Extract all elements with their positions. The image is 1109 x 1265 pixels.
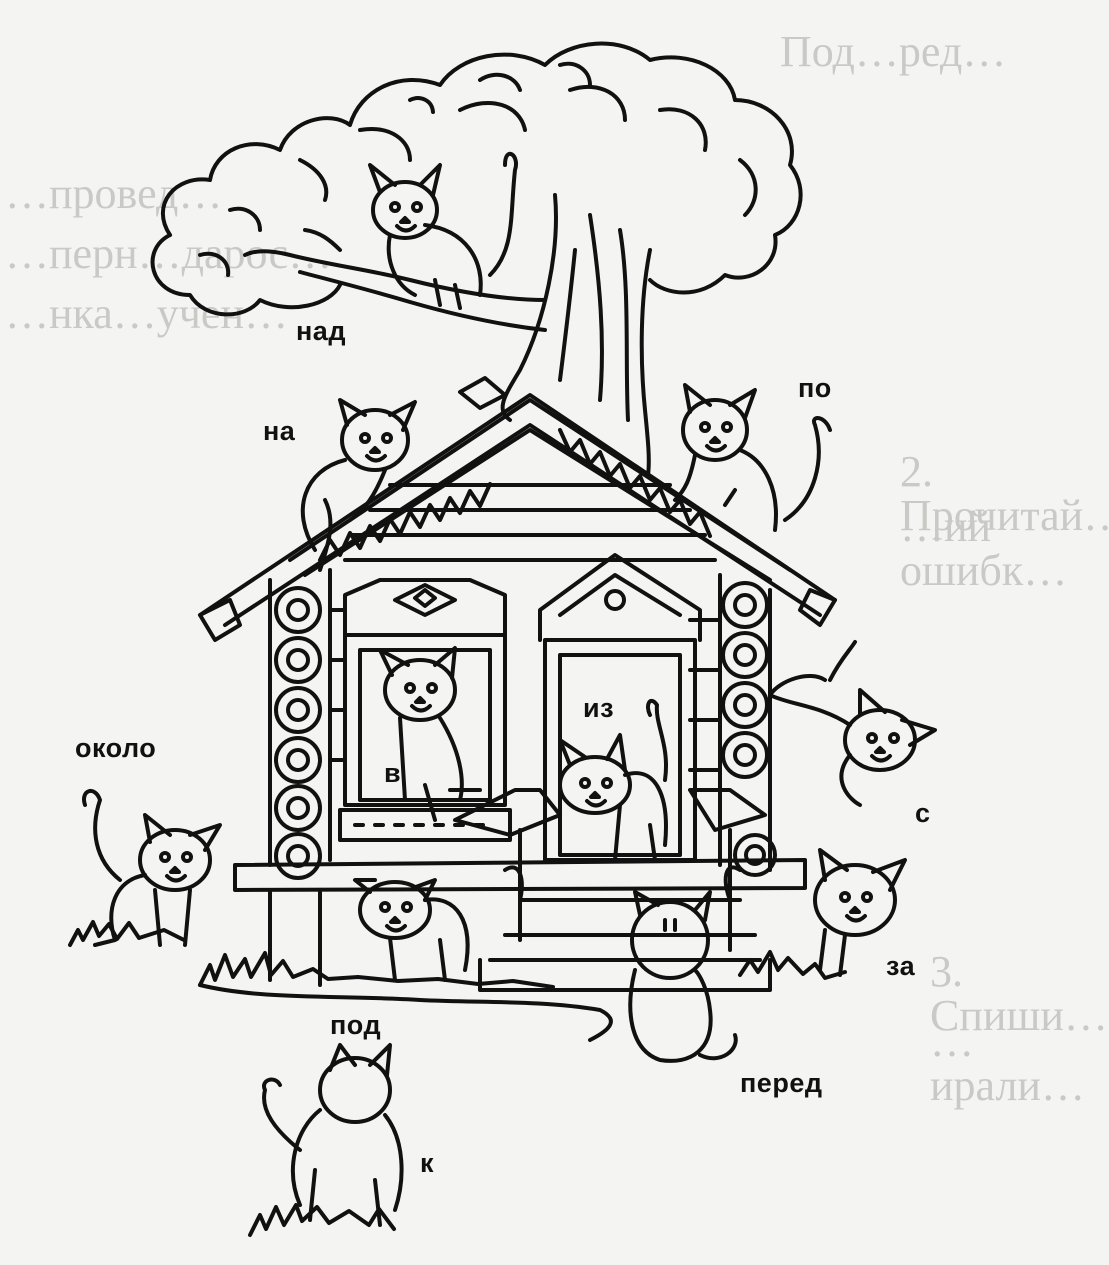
label-k: к [420, 1148, 435, 1178]
label-po: по [798, 373, 832, 403]
bleed-through-line-5: 2. Прочитай… [900, 447, 1109, 540]
cat-in [378, 646, 482, 822]
cat-under [353, 878, 470, 982]
log-house [198, 393, 837, 992]
label-okolo: около [75, 733, 157, 763]
grass [68, 920, 847, 1237]
bleed-through-line-1: Под…ред… [780, 27, 1007, 76]
house-window [343, 633, 507, 807]
bleed-through-line-8: …ирали… [930, 1017, 1085, 1110]
cat-from [768, 640, 937, 807]
cat-along [673, 383, 832, 532]
label-za: за [886, 951, 916, 981]
label-nad: над [296, 316, 346, 346]
label-pered: перед [740, 1068, 823, 1098]
cat-out-of [558, 698, 668, 862]
cat-behind [813, 848, 907, 977]
cat-above [368, 151, 518, 310]
label-na: на [263, 416, 296, 446]
bleed-through-line-2: …провед… [5, 169, 223, 218]
label-s: с [915, 798, 931, 828]
cat-toward [262, 1043, 404, 1227]
cat-in-front [628, 890, 738, 1063]
bleed-through-line-6: …ий ошибк… [900, 502, 1068, 595]
tree-canopy [160, 41, 803, 295]
tree-trunk [500, 193, 558, 422]
tree-branch [243, 249, 547, 302]
cat-on [300, 398, 417, 572]
label-pod: под [330, 1010, 382, 1040]
tree [150, 41, 803, 477]
porch [453, 788, 562, 837]
bleed-through-line-7: 3. Спиши… [930, 947, 1108, 1040]
label-v: в [384, 758, 402, 788]
cat-near [82, 789, 222, 947]
label-iz: из [583, 693, 615, 723]
